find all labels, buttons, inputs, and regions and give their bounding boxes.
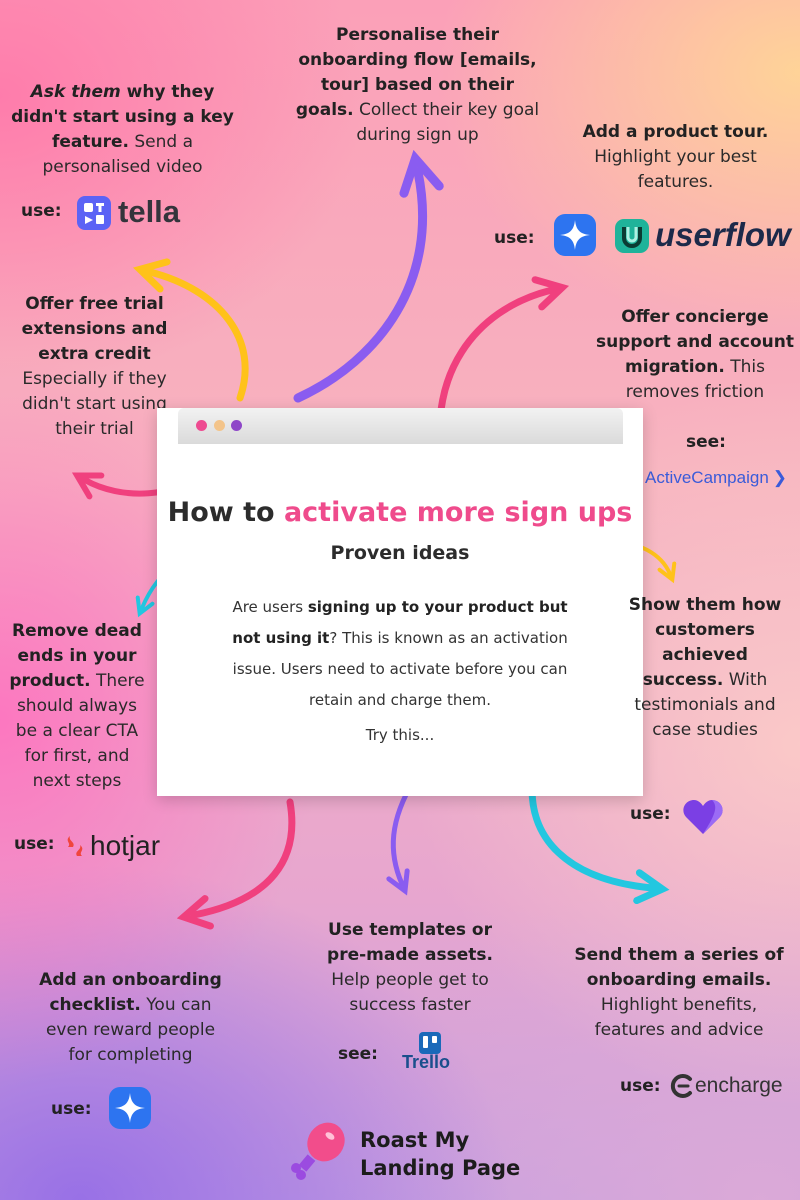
intro-text-2: ? This is known as an activation issue. …	[232, 629, 568, 709]
window-dot-red-icon	[196, 420, 207, 431]
tip-tour-use-label: use:	[494, 228, 535, 248]
activecampaign-logo-text: ActiveCampaign❯	[645, 468, 787, 488]
brand-line-2: Landing Page	[360, 1156, 521, 1180]
tip-emails-use-label: use:	[620, 1076, 661, 1096]
encharge-logo-text: encharge	[695, 1074, 783, 1097]
tip-concierge-text: This removes friction	[625, 357, 765, 402]
window-dot-yellow-icon	[214, 420, 225, 431]
userflow-logo-text: userflow	[655, 216, 791, 253]
browser-title-bar	[178, 408, 623, 444]
tip-ask-text: Send a personalised video	[42, 132, 203, 177]
window-dot-purple-icon	[231, 420, 242, 431]
drumstick-logo-icon	[288, 1118, 348, 1186]
tella-logo-text: tella	[118, 194, 181, 229]
blue-star-logo-icon	[552, 212, 598, 262]
title-prefix: How to	[167, 497, 275, 528]
tip-tour-text: Highlight your best features.	[594, 147, 757, 192]
tip-concierge-see-label: see:	[686, 432, 726, 452]
tip-templates-text: Help people get to success faster	[331, 970, 489, 1015]
tip-deadends: Remove dead ends in your product. There …	[8, 619, 146, 794]
tip-trial-text: Especially if they didn't start using th…	[22, 369, 167, 439]
blue-star-logo-icon	[107, 1085, 153, 1135]
tip-personalise: Personalise their onboarding flow [email…	[290, 23, 545, 148]
tip-personalise-text: Collect their key goal during sign up	[356, 100, 540, 145]
trello-logo-icon	[419, 1032, 441, 1058]
intro-text-1: Are users	[232, 598, 308, 616]
encharge-logo-icon	[670, 1073, 694, 1103]
userflow-logo-icon	[614, 218, 650, 258]
tip-personalise-bold: Personalise their onboarding flow [email…	[295, 25, 537, 120]
tip-concierge-bold: Offer concierge support and account migr…	[596, 307, 794, 377]
trello-logo-text: Trello	[402, 1052, 451, 1072]
tip-checklist-text: You can even reward people for completin…	[45, 995, 216, 1065]
page-title: How to activate more sign ups	[157, 497, 643, 528]
purple-heart-logo-icon	[682, 798, 724, 840]
browser-window	[157, 408, 643, 796]
tip-deadends-use-label: use:	[14, 834, 55, 854]
tip-checklist-use-label: use:	[51, 1099, 92, 1119]
tip-deadends-text: There should always be a clear CTA for f…	[15, 671, 145, 791]
try-this: Try this...	[365, 726, 435, 744]
tip-customers: Show them how customers achieved success…	[620, 593, 790, 743]
tip-customers-use-label: use:	[630, 804, 671, 824]
subtitle: Proven ideas	[330, 542, 470, 564]
tip-concierge: Offer concierge support and account migr…	[595, 305, 795, 405]
tip-checklist: Add an onboarding checklist. You can eve…	[33, 968, 228, 1068]
arrow-to-personalise	[293, 149, 444, 403]
arrow-to-emails	[528, 771, 670, 905]
intro-bold: signing up to your product but not using…	[232, 598, 568, 647]
tip-customers-text: With testimonials and case studies	[634, 670, 776, 740]
chevron-right-icon: ❯	[772, 468, 788, 487]
tip-checklist-bold: Add an onboarding checklist.	[39, 970, 222, 1015]
tip-customers-bold: Show them how customers achieved success…	[628, 595, 782, 690]
tip-emails: Send them a series of onboarding emails.…	[570, 943, 788, 1043]
tip-ask: Ask them why they didn't start using a k…	[10, 80, 235, 180]
tip-emails-text: Highlight benefits, features and advice	[594, 995, 764, 1040]
activecampaign-logo-label: ActiveCampaign	[645, 468, 769, 487]
tip-ask-bold: why they didn't start using a key featur…	[11, 82, 234, 152]
brand-line-1: Roast My	[360, 1128, 470, 1152]
title-accent: activate more sign ups	[283, 497, 633, 528]
tip-tour: Add a product tour. Highlight your best …	[578, 120, 773, 195]
tip-ask-use-label: use:	[21, 201, 62, 221]
brand-name: Roast My Landing Page	[360, 1126, 520, 1182]
intro-paragraph: Are users signing up to your product but…	[222, 592, 578, 716]
hotjar-logo-text: hotjar	[90, 830, 161, 861]
tip-templates: Use templates or pre-made assets. Help p…	[315, 918, 505, 1018]
tip-templates-see-label: see:	[338, 1044, 378, 1064]
tip-trial-bold: Offer free trial extensions and extra cr…	[21, 294, 168, 364]
arrow-to-checklist	[176, 798, 296, 930]
hotjar-logo-icon	[64, 834, 86, 862]
tip-deadends-bold: Remove dead ends in your product.	[9, 621, 142, 691]
tip-emails-bold: Send them a series of onboarding emails.	[574, 945, 784, 990]
tip-tour-bold: Add a product tour.	[582, 122, 769, 142]
tip-ask-em: Ask them	[30, 82, 121, 102]
tip-templates-bold: Use templates or pre-made assets.	[327, 920, 493, 965]
arrow-to-ask	[133, 258, 249, 402]
tella-logo-icon	[77, 196, 111, 230]
tip-trial: Offer free trial extensions and extra cr…	[12, 292, 177, 442]
